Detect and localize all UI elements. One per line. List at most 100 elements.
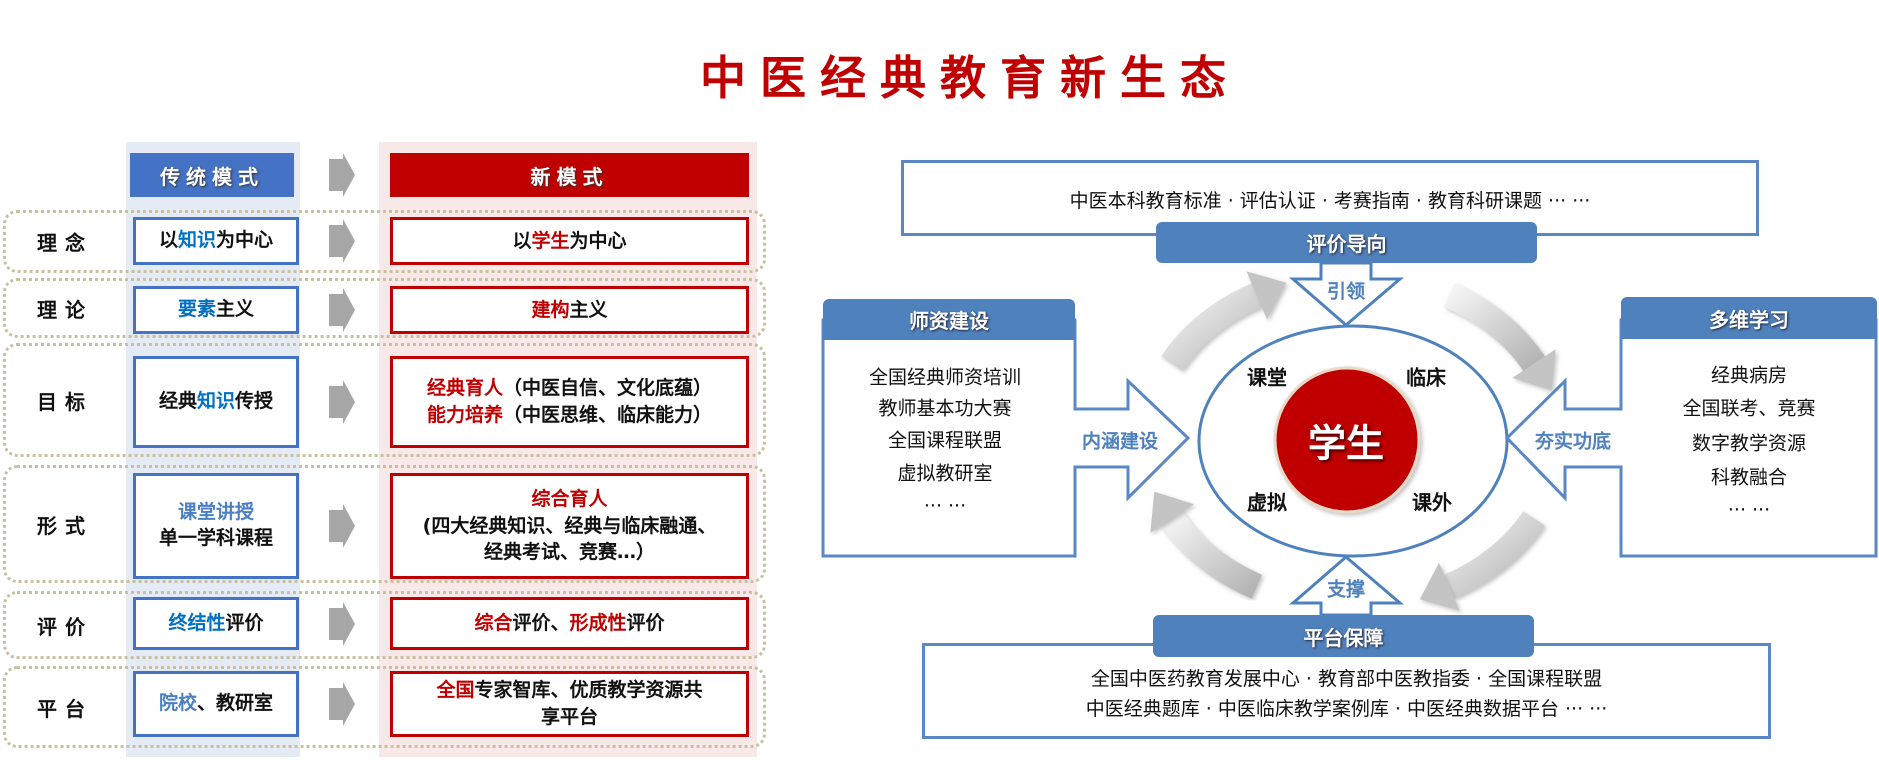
text-segment: （中医思维、临床能力）: [503, 404, 713, 426]
row-label: 形式: [37, 513, 93, 538]
text-segment: 知识: [196, 390, 235, 413]
traditional-cell: 以知识为中心: [133, 217, 299, 265]
text-segment: 综合: [474, 612, 513, 635]
text-segment: 主义: [216, 298, 255, 321]
text-segment: 终结性: [168, 611, 226, 634]
text-segment: 评价: [225, 611, 264, 634]
traditional-cell: 要素主义: [133, 286, 299, 334]
text-segment: 学生: [531, 229, 570, 252]
traditional-cell: 课堂讲授单一学科课程: [133, 473, 299, 579]
support-arrow: [1288, 555, 1405, 617]
new-mode-header: 新模式: [390, 153, 749, 197]
text-segment: 传授: [235, 390, 274, 413]
traditional-mode-header: 传统模式: [130, 153, 294, 197]
text-segment: 为中心: [216, 229, 274, 252]
cell-line: 院校、教研室: [159, 691, 273, 717]
cycle-arrowhead-icon: [1512, 349, 1556, 391]
new-mode-cell: 全国专家智库、优质教学资源共享平台: [390, 671, 749, 737]
evaluation-box-text: 中医本科教育标准 · 评估认证 · 考赛指南 · 教育科研课题 ··· ···: [1069, 190, 1591, 212]
lead-label: 引领: [1326, 280, 1366, 303]
new-mode-cell: 经典育人（中医自信、文化底蕴）能力培养（中医思维、临床能力）: [390, 356, 749, 448]
table-row: [3, 210, 766, 273]
faculty-panel-outline: [821, 318, 1191, 558]
transition-arrow-icon: [329, 601, 355, 646]
cell-line: (四大经典知识、经典与临床融通、: [423, 513, 717, 540]
cell-line: 建构主义: [531, 297, 607, 324]
learning-item: 科教融合: [1710, 466, 1788, 489]
learning-item: 全国联考、竞赛: [1682, 397, 1816, 420]
transition-arrow-icon: [329, 380, 355, 424]
table-row: [3, 465, 766, 583]
cell-line: 以学生为中心: [512, 228, 626, 255]
text-segment: 知识: [177, 229, 216, 252]
row-label: 理念: [37, 231, 93, 255]
text-segment: 形成性: [569, 612, 627, 635]
cell-line: 以知识为中心: [159, 228, 273, 254]
text-segment: 评价、: [512, 612, 570, 635]
quadrant-clinic: 临床: [1406, 365, 1446, 390]
learning-item: ··· ···: [1727, 499, 1771, 521]
faculty-item: 全国课程联盟: [887, 429, 1003, 452]
learning-panel-outline: [1504, 318, 1878, 558]
cell-line: 经典知识传授: [159, 389, 273, 415]
cell-line: 终结性评价: [168, 611, 263, 637]
platform-line-2: 中医经典题库 · 中医临床教学案例库 · 中医经典数据平台 ··· ···: [1085, 698, 1608, 720]
text-segment: 以: [512, 229, 532, 252]
table-row: [3, 343, 766, 457]
text-segment: 课堂讲授: [177, 501, 254, 524]
traditional-cell: 院校、教研室: [133, 671, 299, 737]
row-label: 理论: [37, 297, 93, 322]
text-segment: 、教研室: [197, 692, 274, 715]
cell-line: 要素主义: [178, 297, 254, 323]
evaluation-orientation-header: 评价导向: [1156, 222, 1537, 263]
new-mode-cell: 综合评价、形成性评价: [390, 597, 749, 650]
faculty-building-header: 师资建设: [823, 299, 1075, 340]
cell-line: 能力培养（中医思维、临床能力）: [427, 402, 712, 429]
row-label: 平台: [37, 696, 93, 721]
platform-line-1: 全国中医药教育发展中心 · 教育部中医教指委 · 全国课程联盟: [1090, 668, 1603, 690]
faculty-item: 教师基本功大赛: [878, 397, 1012, 420]
learning-item: 经典病房: [1710, 364, 1788, 387]
faculty-item: ··· ···: [923, 495, 967, 517]
text-segment: 专家智库、优质教学资源共: [474, 679, 703, 702]
header-arrow-icon: [329, 153, 355, 197]
cell-line: 全国专家智库、优质教学资源共: [436, 677, 702, 704]
new-mode-cell: 建构主义: [390, 286, 749, 334]
quadrant-extracurricular: 课外: [1412, 490, 1452, 515]
cycle-arrow-icon: [1443, 511, 1545, 599]
transition-arrow-icon: [329, 288, 355, 332]
page-title: 中医经典教育新生态: [700, 51, 1240, 105]
cell-line: 单一学科课程: [159, 526, 273, 552]
text-segment: 享平台: [540, 706, 598, 728]
faculty-item: 虚拟教研室: [897, 462, 993, 485]
cycle-arrow-icon: [1161, 511, 1263, 599]
text-segment: 单一学科课程: [158, 527, 273, 549]
text-segment: 经典: [158, 390, 197, 413]
text-segment: 全国: [436, 679, 475, 702]
new-mode-cell: 以学生为中心: [390, 217, 749, 265]
text-segment: 为中心: [569, 229, 627, 252]
row-label: 目标: [37, 389, 93, 414]
transition-arrow-icon: [329, 219, 355, 263]
cell-line: 经典育人（中医自信、文化底蕴）: [427, 375, 712, 402]
text-segment: 评价: [626, 612, 665, 635]
quadrant-virtual: 虚拟: [1247, 490, 1287, 515]
support-label: 支撑: [1326, 578, 1366, 601]
text-segment: 综合育人: [531, 488, 608, 511]
text-segment: （中医自信、文化底蕴）: [503, 377, 713, 400]
table-row: [3, 591, 766, 659]
text-segment: 以: [158, 229, 178, 252]
table-row: [3, 666, 766, 748]
cycle-arrow-icon: [1161, 283, 1263, 371]
cycle-arrow-icon: [1443, 283, 1545, 371]
new-mode-cell: 综合育人(四大经典知识、经典与临床融通、经典考试、竞赛…）: [390, 473, 749, 579]
table-row: [3, 278, 766, 338]
cell-line: 课堂讲授: [178, 500, 254, 526]
student-label: 学生: [1307, 421, 1385, 466]
text-segment: 主义: [569, 298, 608, 321]
text-segment: 建构: [531, 298, 570, 321]
cycle-arrowhead-icon: [1419, 562, 1460, 611]
transition-arrow-icon: [329, 682, 355, 726]
multi-learning-header: 多维学习: [1621, 297, 1877, 339]
